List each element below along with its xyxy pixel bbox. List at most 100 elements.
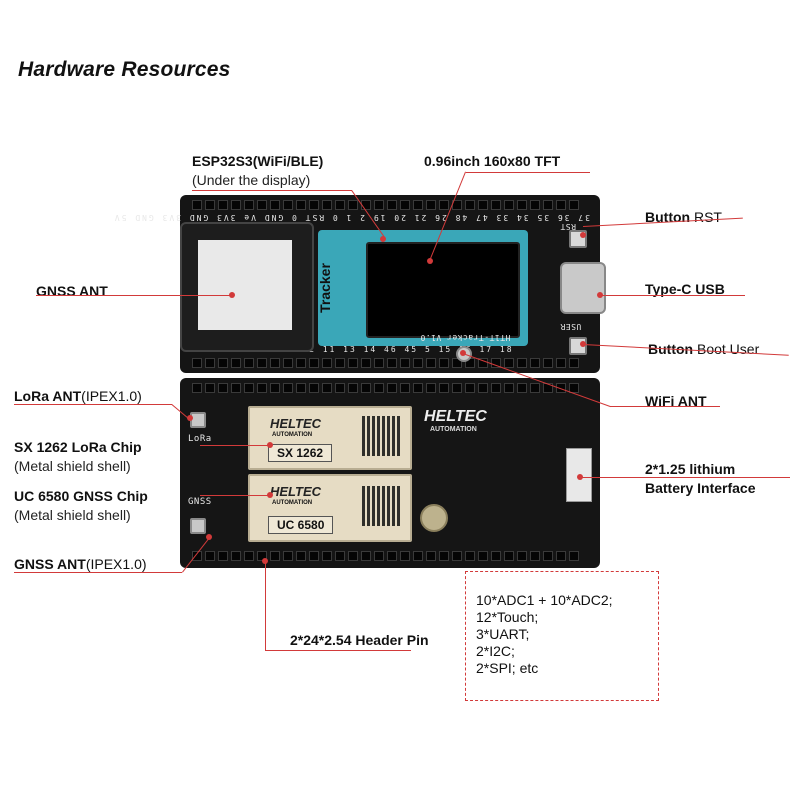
button-rst-label: Button RST xyxy=(645,208,722,226)
button-rst-leader-dot xyxy=(580,232,586,238)
header-pin xyxy=(192,358,202,368)
header-pin xyxy=(439,551,449,561)
lora-ant-label: LoRa ANT(IPEX1.0) xyxy=(14,387,142,405)
header-pin xyxy=(439,383,449,393)
sx1262-module-name: SX 1262 xyxy=(268,444,333,462)
gnss-ant-label: GNSS ANT xyxy=(36,283,108,299)
spec-list: 10*ADC1 + 10*ADC2;12*Touch;3*UART;2*I2C;… xyxy=(476,592,658,677)
header-pin xyxy=(231,358,241,368)
header-pin xyxy=(322,551,332,561)
header-pin xyxy=(491,383,501,393)
header-pin xyxy=(439,200,449,210)
header-pin xyxy=(283,200,293,210)
header-pin xyxy=(348,383,358,393)
header-pin xyxy=(465,383,475,393)
header-pin xyxy=(530,383,540,393)
heltec-board-sublogo: AUTOMATION xyxy=(430,426,477,433)
header-pin xyxy=(296,200,306,210)
header-pin xyxy=(478,551,488,561)
header-pin xyxy=(244,200,254,210)
spec-item: 2*I2C; xyxy=(476,643,515,659)
type-c-usb-leader xyxy=(600,295,745,296)
spec-item: 3*UART; xyxy=(476,626,530,642)
header-pin xyxy=(335,383,345,393)
header-pin-leader-dot xyxy=(262,558,268,564)
header-pin xyxy=(426,358,436,368)
header-pin xyxy=(348,200,358,210)
header-pin xyxy=(322,383,332,393)
type-c-usb-port[interactable] xyxy=(560,262,606,314)
header-pin xyxy=(257,358,267,368)
gnss-ant-leader xyxy=(36,295,232,296)
header-pin-leader-v xyxy=(265,562,266,650)
header-pin xyxy=(413,383,423,393)
header-pin xyxy=(192,200,202,210)
lora-ant-label-bold: LoRa ANT xyxy=(14,388,82,404)
header-pin xyxy=(569,200,579,210)
spec-item: 12*Touch; xyxy=(476,609,539,625)
header-pin xyxy=(244,383,254,393)
header-pin xyxy=(504,383,514,393)
header-pin xyxy=(387,200,397,210)
header-pin xyxy=(387,383,397,393)
esp32-label: ESP32S3(WiFi/BLE) xyxy=(192,153,324,169)
sx1262-qr-code xyxy=(362,416,400,456)
tracker-logo-text: Tracker xyxy=(316,263,333,313)
header-pin-leader-h xyxy=(265,650,411,651)
lora-silkscreen: LoRa xyxy=(188,434,212,444)
header-pin xyxy=(257,383,267,393)
header-pin xyxy=(439,358,449,368)
header-pin xyxy=(426,200,436,210)
button-boot-label-normal: Boot User xyxy=(693,341,760,357)
header-pin xyxy=(413,551,423,561)
lora-ant-leader-dot xyxy=(187,415,193,421)
header-pin xyxy=(205,358,215,368)
header-pin xyxy=(374,383,384,393)
header-pin xyxy=(309,551,319,561)
board-version-text: HT1T-Tracker V1.0 xyxy=(420,333,511,342)
header-pin xyxy=(270,358,280,368)
header-pin xyxy=(335,551,345,561)
header-pin xyxy=(361,358,371,368)
header-pin xyxy=(530,358,540,368)
header-pin xyxy=(309,200,319,210)
header-pin xyxy=(569,358,579,368)
header-pin xyxy=(283,383,293,393)
header-pin xyxy=(400,383,410,393)
header-pin xyxy=(400,200,410,210)
header-pin xyxy=(218,551,228,561)
uc6580-module-logo: HELTEC xyxy=(270,484,322,499)
spec-item: 10*ADC1 + 10*ADC2; xyxy=(476,592,613,608)
esp32-leader-h xyxy=(192,190,352,191)
header-pin xyxy=(322,200,332,210)
uc6580-leader-dot xyxy=(267,492,273,498)
middle-header-pins xyxy=(188,356,596,370)
header-pin xyxy=(387,551,397,561)
header-pin xyxy=(283,358,293,368)
header-pin xyxy=(452,551,462,561)
header-pin xyxy=(556,551,566,561)
user-silkscreen: USER xyxy=(560,322,582,331)
header-pin xyxy=(348,551,358,561)
header-pin xyxy=(413,200,423,210)
header-pin xyxy=(231,551,241,561)
battery-label-line1: 2*1.25 lithium xyxy=(645,461,736,477)
header-pin xyxy=(309,383,319,393)
header-pin xyxy=(387,358,397,368)
header-pin xyxy=(205,200,215,210)
gnss-patch-antenna xyxy=(180,222,314,352)
tft-label: 0.96inch 160x80 TFT xyxy=(424,153,561,169)
header-pin xyxy=(400,551,410,561)
button-boot-leader-dot xyxy=(580,341,586,347)
header-pin xyxy=(270,383,280,393)
header-pin xyxy=(257,200,267,210)
gnss-ceramic-patch xyxy=(198,240,292,330)
uc6580-module: HELTEC AUTOMATION UC 6580 xyxy=(248,474,412,542)
header-pin xyxy=(270,551,280,561)
uc6580-module-name: UC 6580 xyxy=(268,516,334,534)
gnss-ipex-connector xyxy=(190,518,206,534)
header-pin xyxy=(374,200,384,210)
header-pin xyxy=(465,200,475,210)
header-pin xyxy=(231,383,241,393)
type-c-usb-leader-dot xyxy=(597,292,603,298)
